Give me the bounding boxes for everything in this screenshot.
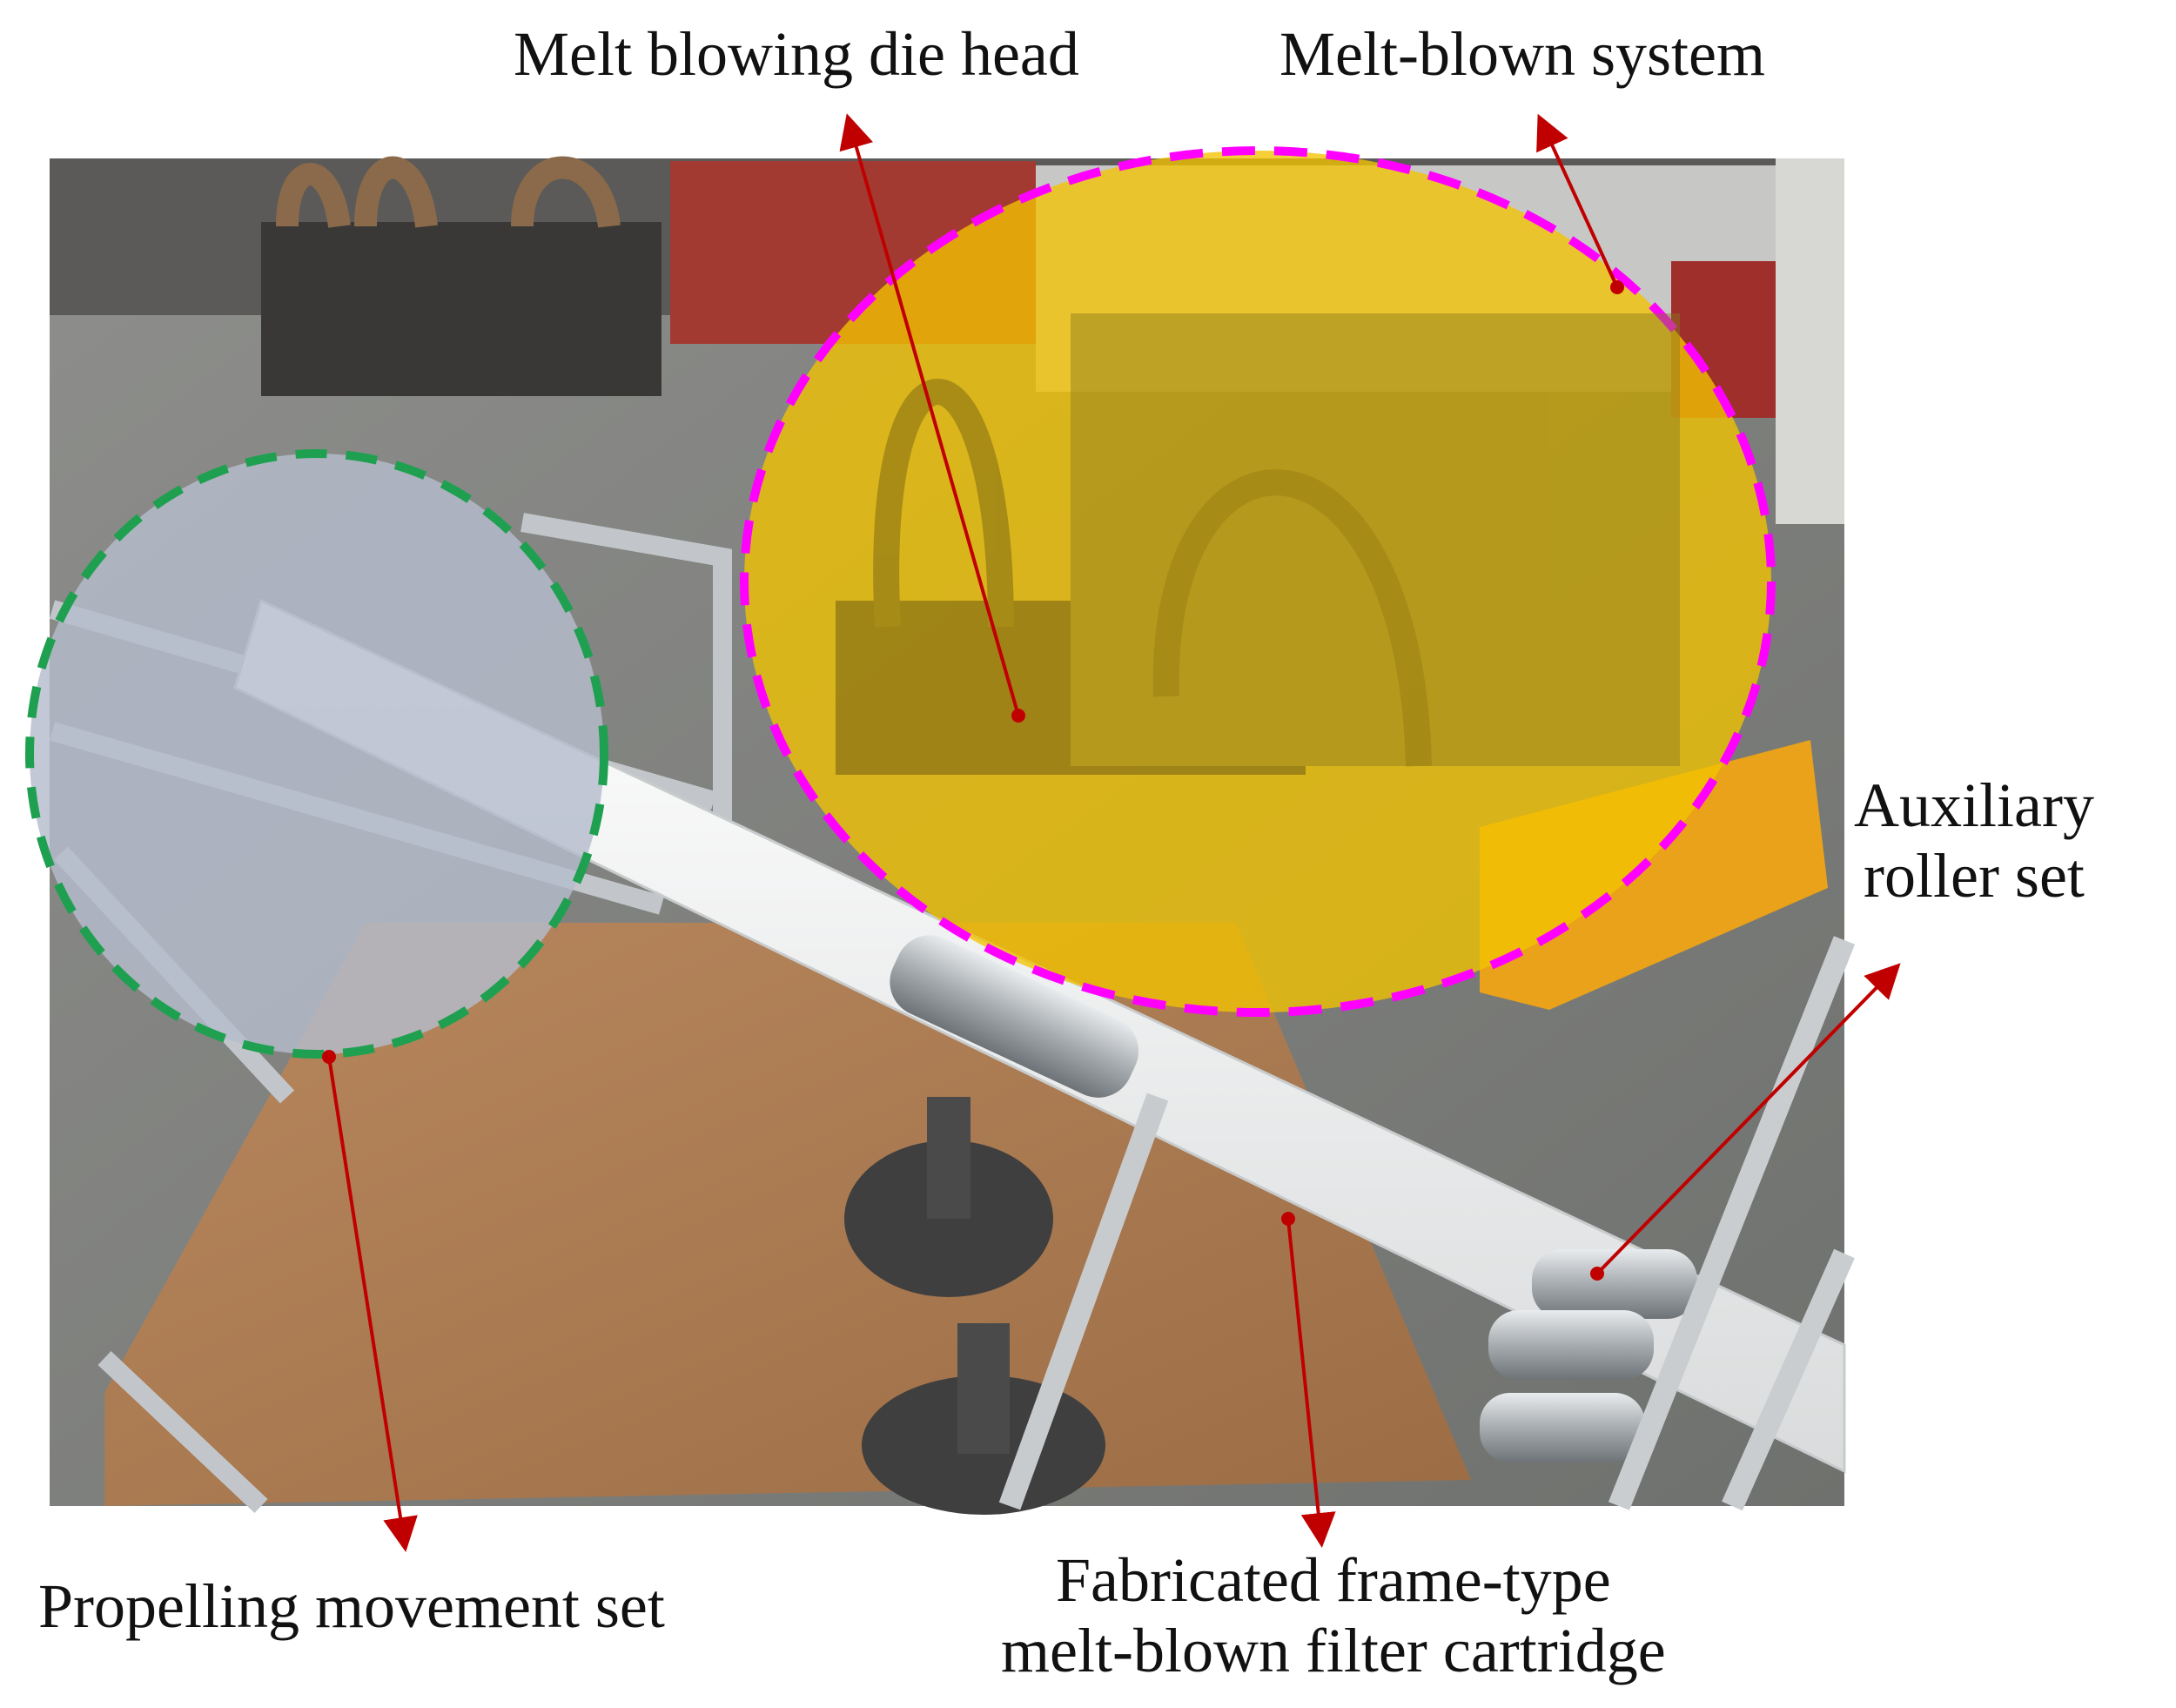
auxiliary-rollers [1480,1249,1697,1463]
label-auxiliary-line-2: roller set [1864,840,2085,911]
arrow-propelling-movement-set [327,1056,418,1552]
label-auxiliary-roller-set: Auxiliary roller set [1854,770,2094,911]
die-head-detail [836,313,1680,775]
support-arm [998,1093,1169,1510]
heater-hoses [276,156,621,228]
dot-die-head [1011,709,1025,723]
stand-post-1 [927,1097,970,1219]
leader-arrows [322,113,1901,1552]
dot-filter-cartridge [1281,1212,1295,1226]
label-cartridge-line-1: Fabricated frame-type [1056,1545,1611,1615]
stand-post-2 [957,1323,1010,1454]
label-melt-blowing-die-head: Melt blowing die head [514,19,1079,89]
heater-block [261,222,662,396]
arrow-die-head [839,113,1020,716]
die-head-block [836,601,1306,775]
dot-melt-blown-system [1610,280,1624,294]
label-melt-blown-system: Melt-blown system [1279,19,1765,89]
melt-blown-system-highlight [740,146,1776,1017]
die-housing [1071,313,1680,766]
arrow-filter-cartridge [1286,1218,1336,1548]
label-filter-cartridge: Fabricated frame-type melt-blown filter … [1001,1545,1666,1685]
propelling-roller [890,935,1139,1098]
dot-propelling-movement-set [322,1050,336,1064]
arrow-auxiliary-roller-set [1595,963,1901,1275]
aux-roller-2 [1488,1310,1654,1380]
cabinet-right [1776,158,1844,524]
aux-roller-3 [1480,1393,1645,1463]
right-frame [1608,936,1856,1511]
propelling-set-highlight [25,449,608,1059]
label-auxiliary-line-1: Auxiliary [1854,770,2094,840]
dot-auxiliary-roller-set [1590,1267,1604,1281]
die-hoses [873,379,1432,767]
label-propelling-movement-set: Propelling movement set [38,1571,665,1641]
label-cartridge-line-2: melt-blown filter cartridge [1001,1615,1666,1685]
aux-roller-1 [1532,1249,1697,1319]
arrow-melt-blown-system [1536,113,1619,288]
